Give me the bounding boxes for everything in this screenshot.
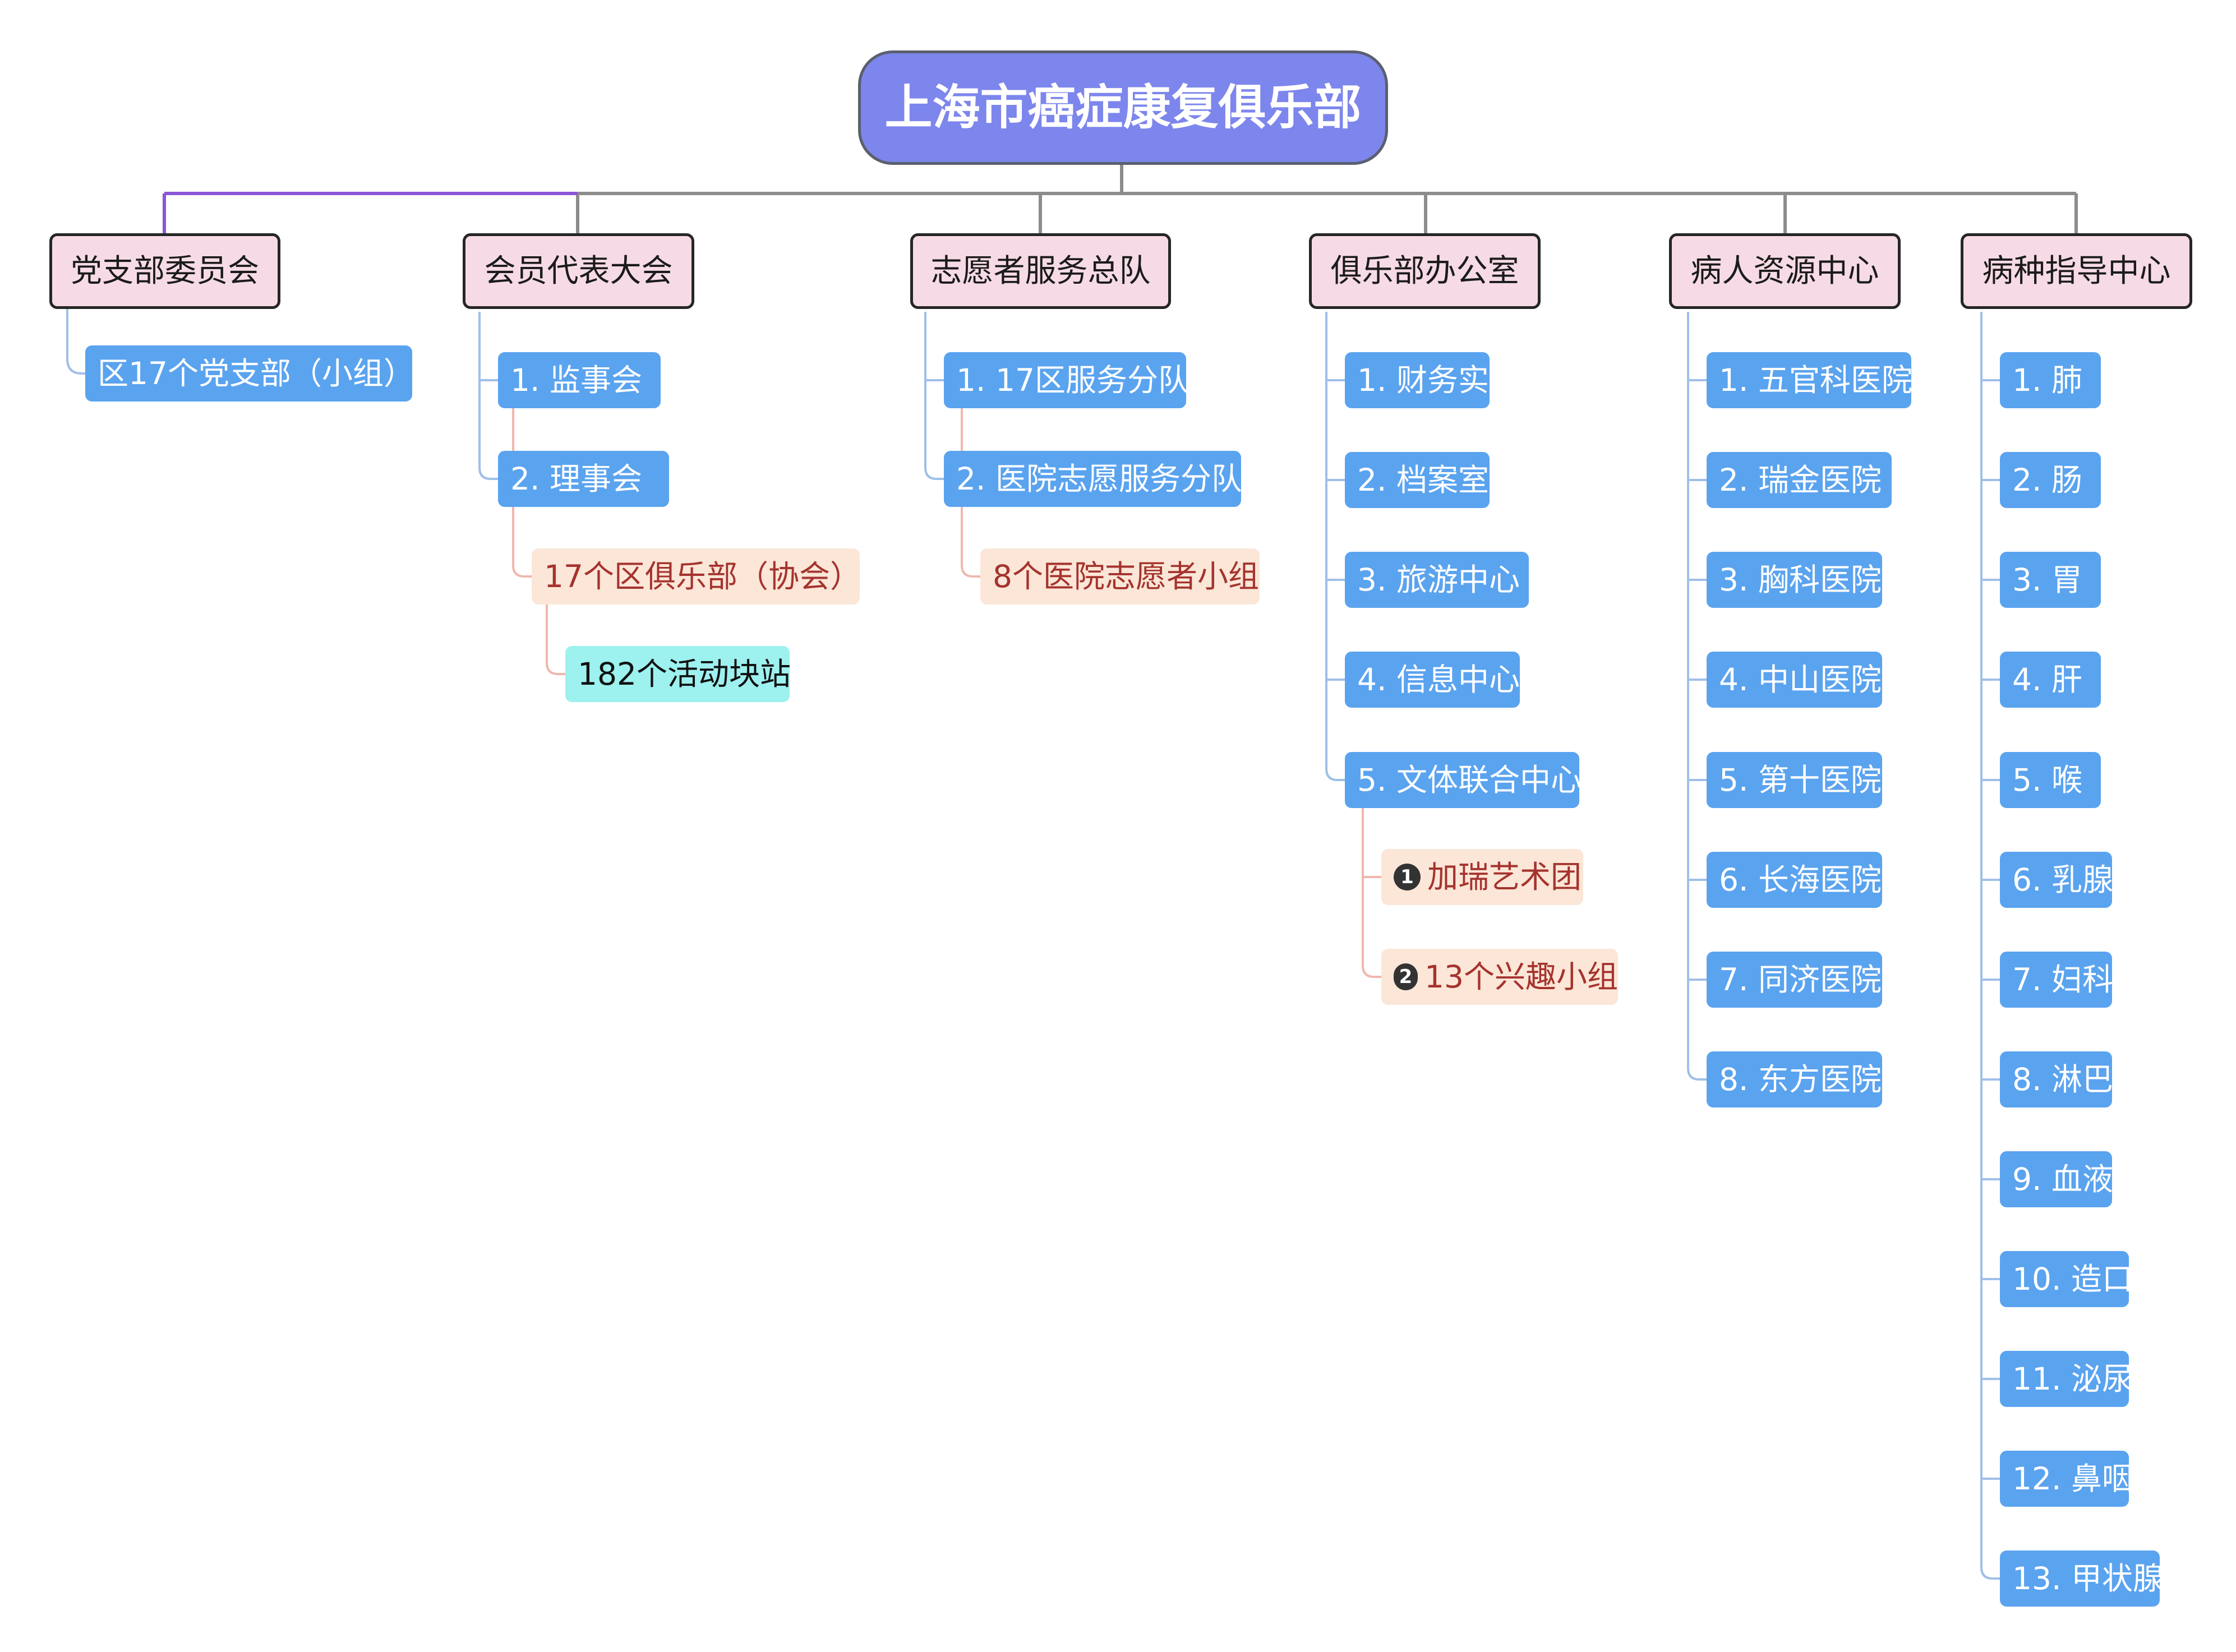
item-disease[interactable]: 11. 泌尿 bbox=[2000, 1351, 2133, 1407]
item-disease[interactable]: 13. 甲状腺 bbox=[2000, 1551, 2164, 1607]
item-hospital[interactable]: 1. 五官科医院 bbox=[1707, 352, 1912, 408]
branch-volunteer-corps[interactable]: 志愿者服务总队 bbox=[910, 233, 1171, 309]
item-disease[interactable]: 5. 喉 bbox=[2000, 752, 2101, 808]
item-hospital[interactable]: 6. 长海医院 bbox=[1707, 852, 1882, 908]
sub-hospital-volunteer-groups[interactable]: 8个医院志愿者小组 bbox=[980, 548, 1260, 604]
item-district-service-teams[interactable]: 1. 17区服务分队 bbox=[944, 352, 1189, 408]
sub-district-clubs[interactable]: 17个区俱乐部（协会） bbox=[532, 548, 861, 604]
item-info-center[interactable]: 4. 信息中心 bbox=[1345, 652, 1520, 708]
item-disease[interactable]: 10. 造口 bbox=[2000, 1251, 2133, 1307]
item-disease[interactable]: 12. 鼻咽 bbox=[2000, 1451, 2133, 1507]
item-hospital[interactable]: 7. 同济医院 bbox=[1707, 952, 1882, 1008]
leaf-activity-stations[interactable]: 182个活动块站 bbox=[565, 646, 791, 702]
item-disease[interactable]: 7. 妇科 bbox=[2000, 952, 2113, 1008]
item-hospital[interactable]: 4. 中山医院 bbox=[1707, 652, 1882, 708]
item-finance-office[interactable]: 1. 财务实 bbox=[1345, 352, 1490, 408]
number-marker-icon: 1 bbox=[1394, 864, 1421, 890]
item-disease[interactable]: 9. 血液 bbox=[2000, 1151, 2113, 1207]
root-node[interactable]: 上海市癌症康复俱乐部 bbox=[858, 50, 1388, 165]
branch-member-congress[interactable]: 会员代表大会 bbox=[463, 233, 694, 309]
sub-label: 加瑞艺术团 bbox=[1427, 859, 1582, 895]
item-district-party-branches[interactable]: 区17个党支部（小组） bbox=[85, 345, 414, 402]
number-marker-icon: 2 bbox=[1394, 963, 1418, 990]
branch-disease-guidance-center[interactable]: 病种指导中心 bbox=[1961, 233, 2192, 309]
item-disease[interactable]: 2. 肠 bbox=[2000, 452, 2101, 508]
item-supervisory-board[interactable]: 1. 监事会 bbox=[498, 352, 661, 408]
item-disease[interactable]: 6. 乳腺 bbox=[2000, 852, 2113, 908]
item-archives-room[interactable]: 2. 档案室 bbox=[1345, 452, 1490, 508]
item-travel-center[interactable]: 3. 旅游中心 bbox=[1345, 552, 1529, 608]
item-board-of-directors[interactable]: 2. 理事会 bbox=[498, 451, 669, 507]
branch-patient-resource-center[interactable]: 病人资源中心 bbox=[1669, 233, 1901, 309]
item-disease[interactable]: 8. 淋巴 bbox=[2000, 1051, 2113, 1108]
item-hospital[interactable]: 2. 瑞金医院 bbox=[1707, 452, 1892, 508]
item-hospital-volunteer-teams[interactable]: 2. 医院志愿服务分队 bbox=[944, 451, 1242, 507]
item-disease[interactable]: 4. 肝 bbox=[2000, 652, 2101, 708]
item-arts-center[interactable]: 5. 文体联合中心 bbox=[1345, 752, 1582, 808]
branch-club-office[interactable]: 俱乐部办公室 bbox=[1309, 233, 1541, 309]
item-hospital[interactable]: 5. 第十医院 bbox=[1707, 752, 1882, 808]
item-disease[interactable]: 1. 肺 bbox=[2000, 352, 2101, 408]
branch-party-committee[interactable]: 党支部委员会 bbox=[49, 233, 280, 309]
item-hospital[interactable]: 3. 胸科医院 bbox=[1707, 552, 1882, 608]
sub-label: 13个兴趣小组 bbox=[1424, 958, 1618, 995]
item-disease[interactable]: 3. 胃 bbox=[2000, 552, 2101, 608]
item-hospital[interactable]: 8. 东方医院 bbox=[1707, 1051, 1882, 1108]
